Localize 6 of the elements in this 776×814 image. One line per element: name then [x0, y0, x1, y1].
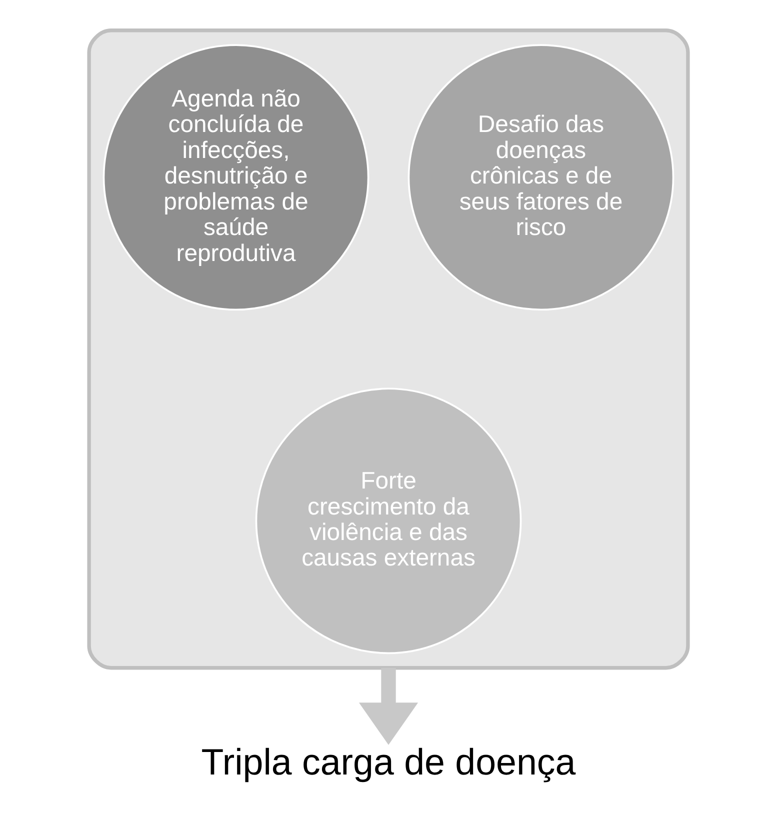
node-circle: Desafio das doenças crônicas e de seus fatores de risco — [407, 44, 674, 311]
node-circle: Forte crescimento da violência e das causas externas — [254, 388, 522, 654]
arrow — [358, 668, 418, 745]
cluster — [86, 28, 690, 670]
node-circle: Agenda não concluída de infecções, desnutrição e problemas de saúde reprodutiva — [102, 44, 369, 311]
node-text: Tripla carga de doença — [200, 741, 576, 782]
